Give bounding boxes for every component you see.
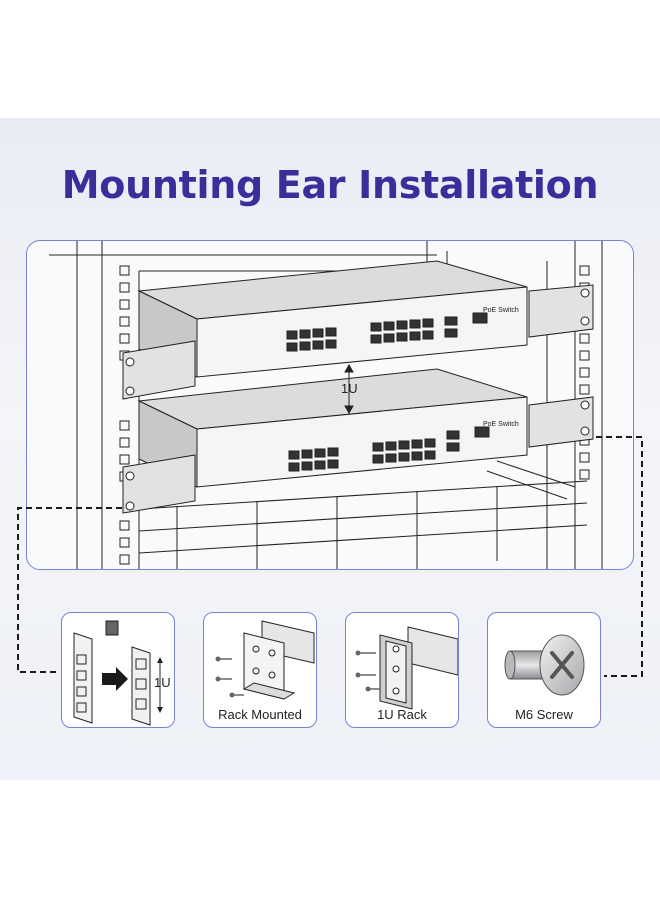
rack-illustration (49, 241, 603, 569)
left-rail-holes (119, 265, 130, 565)
detail-spacing-label: 1U (154, 675, 171, 690)
detail-1u-rack: 1U Rack (345, 612, 459, 728)
1u-bracket-icon (355, 626, 458, 710)
detail-ear-insertion: 1U (61, 612, 175, 728)
spacing-label: 1U (341, 381, 358, 396)
detail-rack-mounted: Rack Mounted (203, 612, 317, 728)
bottom-switch-label: PoE Switch (483, 421, 519, 428)
detail-m6-screw-label: M6 Screw (515, 707, 573, 722)
detail-rack-mounted-label: Rack Mounted (218, 707, 302, 722)
top-switch (122, 260, 594, 400)
rack-ear-insertion-icon (73, 620, 163, 726)
spacing-arrow (344, 363, 354, 415)
detail-1u-rack-label: 1U Rack (377, 707, 427, 722)
m6-screw-icon (504, 634, 585, 696)
rack-illustration-panel: 1U PoE Switch PoE Switch (26, 240, 634, 570)
top-switch-label: PoE Switch (483, 307, 519, 314)
bottom-switch (122, 368, 594, 514)
detail-m6-screw: M6 Screw (487, 612, 601, 728)
rack-bracket-icon (215, 620, 315, 700)
page-title: Mounting Ear Installation (61, 163, 599, 207)
